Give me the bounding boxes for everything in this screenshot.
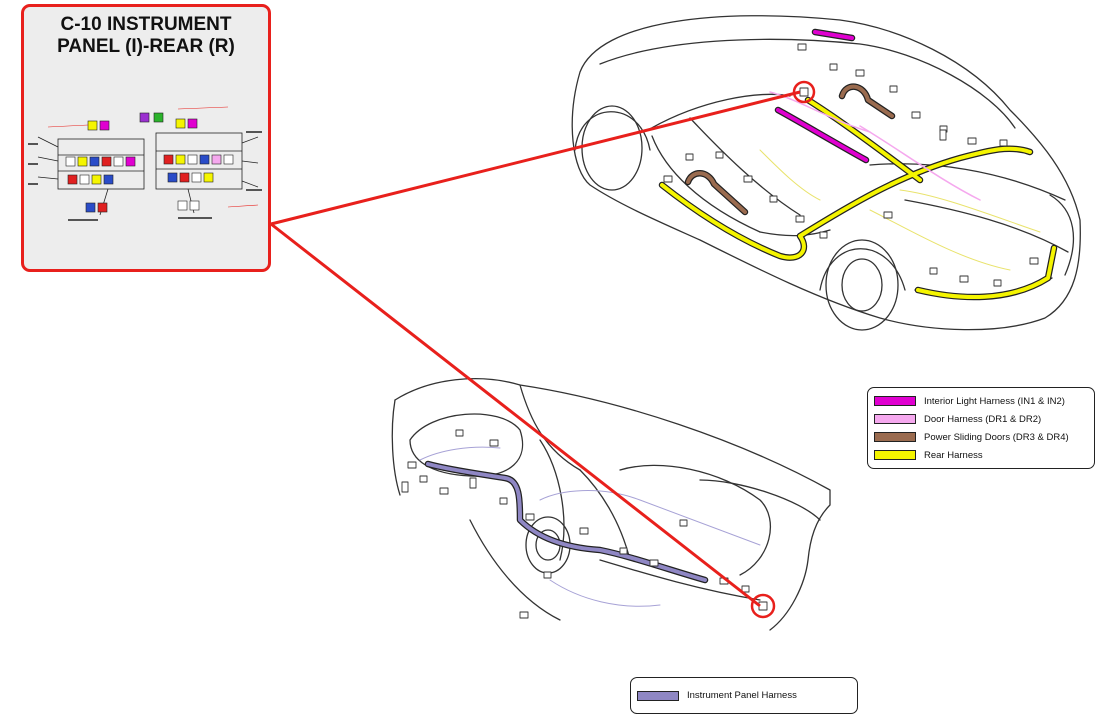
instrument-panel-illustration (391, 378, 831, 631)
instrument-panel-harness (401, 429, 776, 619)
callout-title-line-2: PANEL (I)-REAR (R) (57, 36, 235, 57)
legend-swatch (874, 396, 916, 406)
legend-item-instrument-panel: Instrument Panel Harness (637, 687, 797, 705)
legend-item-interior-light: Interior Light Harness (IN1 & IN2) (874, 392, 1088, 410)
callout-title-line-1: C-10 INSTRUMENT (60, 14, 232, 35)
legend-item-label: Instrument Panel Harness (687, 690, 797, 701)
vehicle-illustration (571, 15, 1081, 331)
legend-swatch (874, 450, 916, 460)
legend-item-label: Door Harness (DR1 & DR2) (924, 413, 1042, 425)
legend-item-rear-harness: Rear Harness (874, 446, 1088, 464)
legend-item-label: Rear Harness (924, 449, 983, 461)
legend-item-power-sliding-doors: Power Sliding Doors (DR3 & DR4) (874, 428, 1088, 446)
legend-swatch (874, 414, 916, 424)
legend-item-label: Power Sliding Doors (DR3 & DR4) (924, 431, 1069, 443)
legend-item-door-harness: Door Harness (DR1 & DR2) (874, 410, 1088, 428)
leader-lines (270, 90, 801, 608)
harness-legend: Interior Light Harness (IN1 & IN2) Door … (867, 387, 1095, 469)
legend-item-label: Interior Light Harness (IN1 & IN2) (924, 395, 1065, 407)
legend-swatch (637, 690, 679, 701)
connector-pinout-diagram (28, 106, 262, 221)
legend-swatch (874, 432, 916, 442)
vehicle-harnesses (658, 28, 1058, 301)
connector-callout-box: C-10 INSTRUMENT PANEL (I)-REAR (R) (21, 4, 271, 272)
callout-title: C-10 INSTRUMENT PANEL (I)-REAR (R) (24, 14, 268, 58)
instrument-panel-legend: Instrument Panel Harness (630, 677, 858, 714)
